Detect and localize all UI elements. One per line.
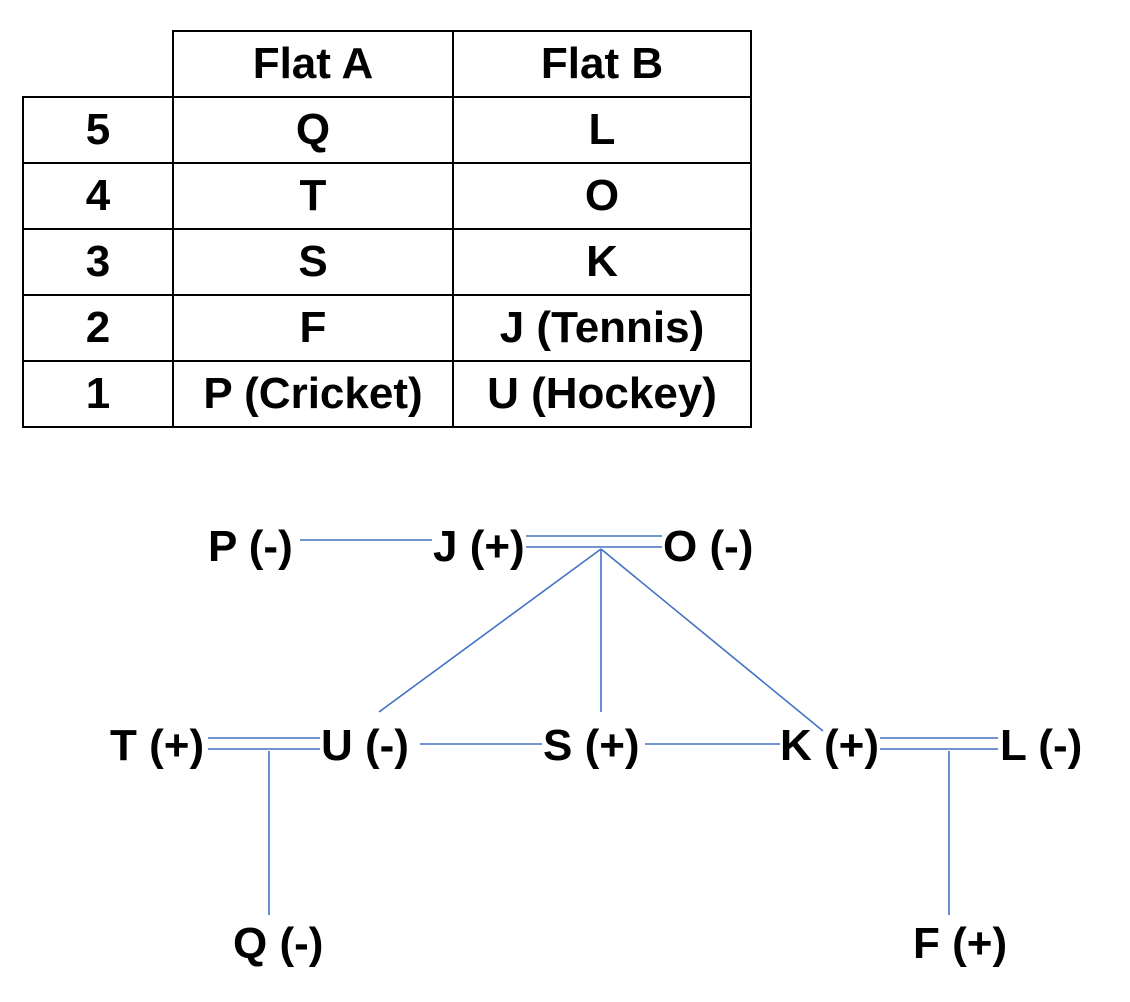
edge-jo-k [600,548,824,732]
node-j: J (+) [433,522,525,571]
table-header-row: Flat A Flat B [23,30,752,98]
header-flat-b: Flat B [452,30,752,98]
flat-b-cell: K [452,228,752,296]
node-t: T (+) [110,721,204,770]
flat-a-cell: Q [172,96,454,164]
flat-b-cell: O [452,162,752,230]
table-row: 5 Q L [22,96,752,164]
floor-cell: 2 [22,294,174,362]
table-row: 3 S K [22,228,752,296]
flat-a-cell: F [172,294,454,362]
node-l: L (-) [1000,721,1082,770]
flat-a-cell: S [172,228,454,296]
flat-b-cell: U (Hockey) [452,360,752,428]
floor-cell: 4 [22,162,174,230]
node-q: Q (-) [233,919,323,968]
table-row: 2 F J (Tennis) [22,294,752,362]
flat-b-cell: L [452,96,752,164]
header-corner-cell [23,31,174,98]
table-row: 1 P (Cricket) U (Hockey) [22,360,752,428]
node-k: K (+) [780,721,879,770]
flats-table: Flat A Flat B 5 Q L 4 T O 3 S K 2 F J (T… [22,30,752,428]
flat-a-cell: P (Cricket) [172,360,454,428]
node-f: F (+) [913,919,1007,968]
floor-cell: 5 [22,96,174,164]
flat-b-cell: J (Tennis) [452,294,752,362]
node-o: O (-) [663,522,753,571]
table-row: 4 T O [22,162,752,230]
floor-cell: 1 [22,360,174,428]
node-u: U (-) [321,721,409,770]
edge-jo-u [378,548,602,713]
node-p: P (-) [208,522,293,571]
node-s: S (+) [543,721,640,770]
floor-cell: 3 [22,228,174,296]
header-flat-a: Flat A [172,30,454,98]
flat-a-cell: T [172,162,454,230]
